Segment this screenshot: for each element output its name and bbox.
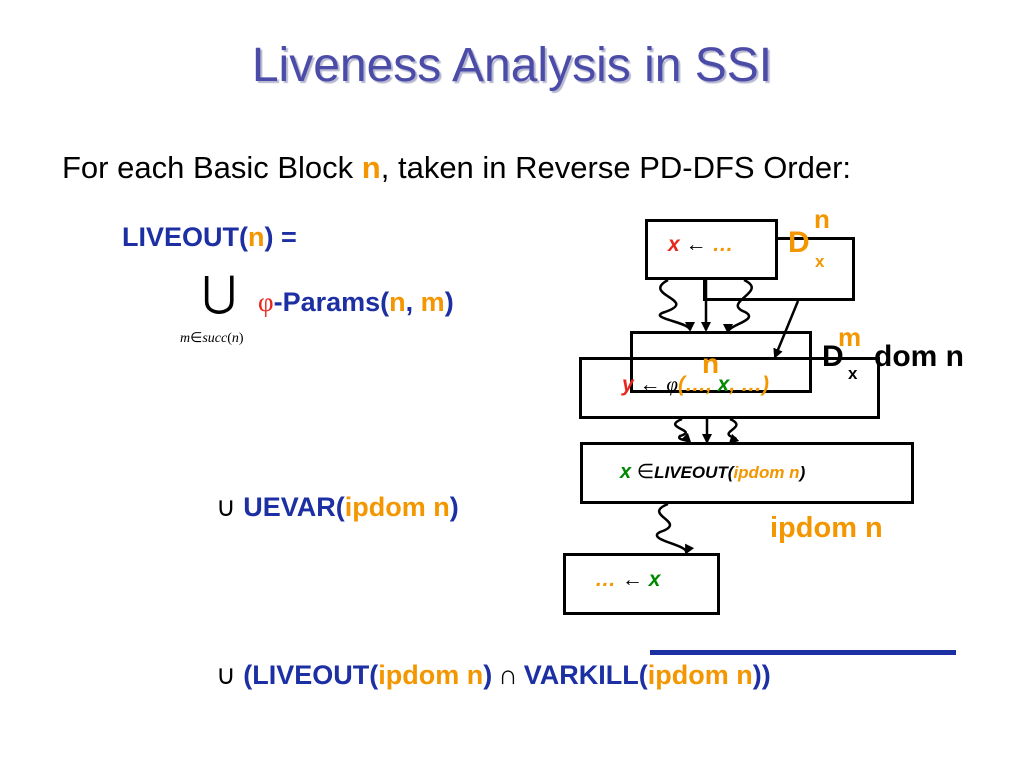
varkill-close: )) [752,660,771,690]
phi-params-close: ) [444,287,454,317]
phi-params-line: φ-Params(n, m) [258,287,454,318]
phi-params-comma: , [405,287,421,317]
phi-args-open: (…, [678,373,718,396]
uevar-arg: ipdom n [344,492,450,522]
liveout-x: x [620,461,632,483]
uevar-label: UEVAR( [243,492,345,522]
phi-box [579,357,880,419]
liveout-arg: ipdom n [378,660,484,690]
wavy-edge-liveout-use [655,502,695,555]
varkill-label: VARKILL( [523,660,648,690]
varkill-union-op: ∪ [216,660,236,690]
phi-box-text: y ← φ(…, x, …) [622,372,769,397]
def-dots: … [712,233,734,256]
intro-prefix: For each Basic Block [62,150,362,185]
def-box [645,219,778,280]
liveout-close: ) [483,660,493,690]
uevar-close: ) [449,492,459,522]
dmx-D: D [822,340,844,373]
use-arrow: ← [621,568,643,591]
subscript-m: m [180,331,191,346]
liveout-box-text: x ∈LIVEOUT(ipdom n) [620,459,805,484]
use-box [563,553,720,615]
uevar-union-op: ∪ [216,492,236,522]
phi-x: x [717,373,730,396]
varkill-arg: ipdom n [647,660,753,690]
liveout-n: n [248,222,265,252]
subscript-n: n [231,331,239,346]
phi-symbol: φ [258,287,274,317]
big-union-symbol: ⋃ [202,270,237,316]
liveout-prefix: LIVEOUT( [122,222,248,252]
intro-suffix: , taken in Reverse PD-DFS Order: [380,150,852,185]
subscript-in: ∈ [190,331,203,346]
edge-dnx-phi [773,300,800,359]
wavy-edge-def-right [723,278,753,334]
use-dots: … [595,568,616,591]
liveout-box-close: ) [799,463,806,482]
def-box-text: x ← … [668,233,733,257]
wavy-edge-phi-left [674,417,692,444]
dmx-sub: x [848,364,858,383]
varkill-overline [650,650,956,655]
liveout-box-arg: ipdom n [733,463,800,482]
phi-func: φ [666,372,678,396]
intersect-op: ∩ [498,660,518,690]
phi-lhs: y [622,373,634,396]
liveout-in: ∈ [636,461,655,483]
dnx-sup: n [814,204,830,234]
def-arrow: ← [685,233,707,256]
phi-args-close: , …) [729,373,770,396]
liveout-heading: LIVEOUT(n) = [122,222,297,253]
def-var: x [668,233,680,256]
liveout-suffix: ) = [264,222,297,252]
dnx-label: D [788,226,810,260]
intro-line: For each Basic Block n, taken in Reverse… [62,150,851,186]
varkill-line: ∪ (LIVEOUT(ipdom n)∩VARKILL(ipdom n)) [216,660,771,691]
dmx-label: D dom n [822,340,964,374]
phi-arrow: ← [639,373,661,396]
intro-n: n [361,150,381,185]
use-box-text: … ← x [595,568,660,592]
subscript-succ: succ [202,331,228,346]
subscript-open: ( [227,331,232,346]
wavy-edge-phi-right [727,417,740,445]
phi-params-label: -Params( [273,287,390,317]
dnx-sub: x [815,252,825,271]
subscript-close: ) [238,331,244,346]
uevar-line: ∪ UEVAR(ipdom n) [216,492,459,523]
n-label: n [702,348,720,379]
liveout-box [580,442,914,504]
wavy-edge-def-left [658,278,695,332]
dnx-D: D [788,226,810,259]
phi-params-n: n [389,287,406,317]
union-subscript: m∈succ(n) [180,330,244,347]
ipdom-label: ipdom n [770,512,883,544]
phi-params-m: m [420,287,445,317]
page-title: Liveness Analysis in SSI [251,39,773,92]
liveout-open: (LIVEOUT( [243,660,379,690]
liveout-box-label: LIVEOUT( [654,463,734,482]
use-x: x [648,568,661,591]
dmx-suffix: dom n [865,340,964,373]
dmx-sup: m [838,322,862,352]
